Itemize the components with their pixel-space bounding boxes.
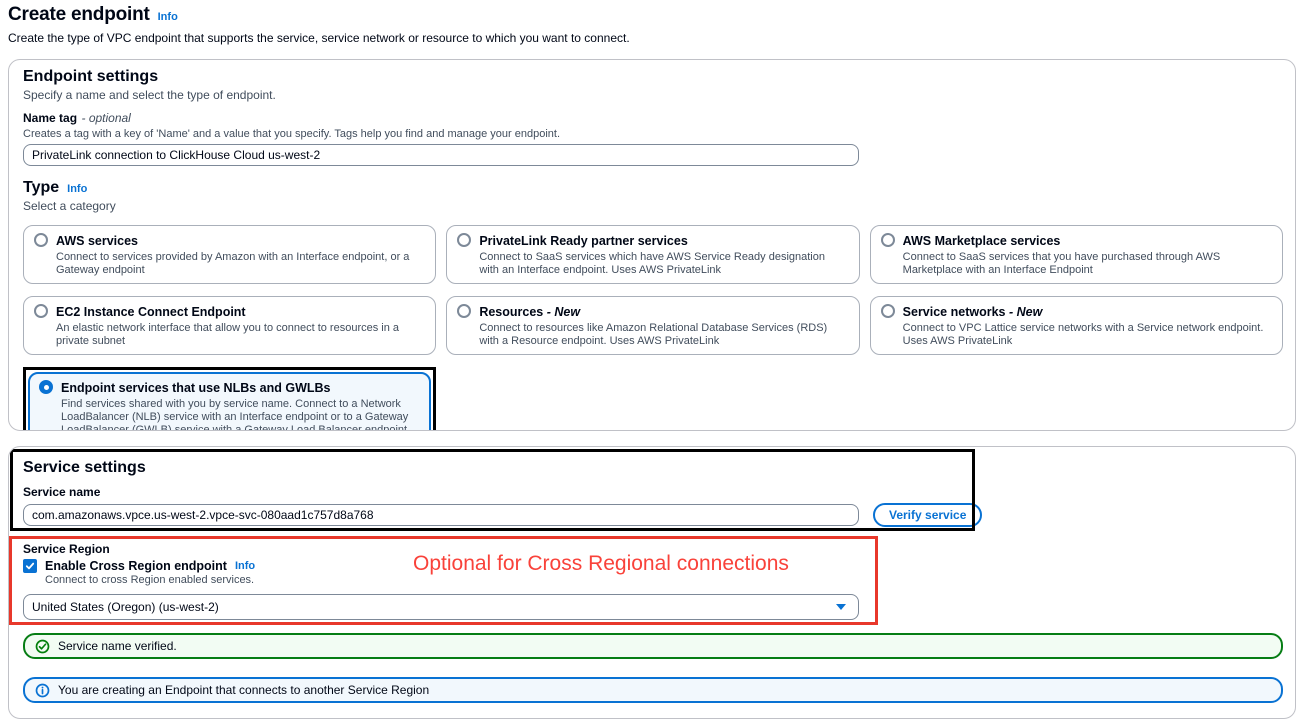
tile-title: AWS Marketplace services — [902, 234, 1061, 248]
tile-description: Connect to SaaS services which have AWS … — [479, 251, 825, 276]
radio-unselected-icon[interactable] — [34, 233, 48, 247]
cross-region-info-link[interactable]: Info — [234, 560, 256, 572]
type-description: Select a category — [23, 199, 116, 213]
name-tag-help: Creates a tag with a key of 'Name' and a… — [23, 128, 561, 140]
type-tiles-grid: AWS services Connect to services provide… — [23, 225, 1283, 431]
tile-title: Endpoint services that use NLBs and GWLB… — [61, 381, 331, 395]
service-settings-card: Service settings Service name Verify ser… — [8, 446, 1296, 719]
type-tile-aws-services[interactable]: AWS services Connect to services provide… — [23, 225, 437, 284]
selected-tile-highlight-box: Endpoint services that use NLBs and GWLB… — [23, 367, 437, 431]
tile-description: Connect to SaaS services that you have p… — [902, 251, 1221, 276]
endpoint-settings-heading: Endpoint settings — [23, 68, 159, 85]
name-tag-optional-label: - optional — [81, 111, 131, 125]
radio-unselected-icon[interactable] — [457, 304, 472, 318]
tile-title: AWS services — [56, 234, 138, 248]
verify-service-button[interactable]: Verify service — [873, 503, 983, 527]
info-circle-icon — [35, 683, 50, 697]
type-tile-privatelink-partner-services[interactable]: PrivateLink Ready partner services Conne… — [446, 225, 860, 284]
cross-region-checkbox[interactable] — [23, 559, 37, 573]
radio-unselected-icon[interactable] — [880, 304, 895, 318]
tile-title: EC2 Instance Connect Endpoint — [56, 305, 246, 319]
service-region-selected-value: United States (Oregon) (us-west-2) — [32, 600, 219, 614]
checkmark-icon — [25, 562, 35, 570]
radio-unselected-icon[interactable] — [880, 233, 895, 247]
cross-region-info-banner: You are creating an Endpoint that connec… — [23, 677, 1283, 703]
type-tile-aws-marketplace-services[interactable]: AWS Marketplace services Connect to SaaS… — [869, 225, 1283, 284]
radio-unselected-icon[interactable] — [34, 304, 48, 318]
page-title: Create endpoint — [8, 4, 150, 25]
page-header: Create endpoint Info — [8, 4, 1296, 26]
tile-description: Connect to resources like Amazon Relatio… — [479, 322, 828, 347]
service-name-label: Service name — [23, 485, 101, 499]
service-region-select[interactable]: United States (Oregon) (us-west-2) — [23, 594, 859, 620]
cross-region-checkbox-label[interactable]: Enable Cross Region endpoint — [45, 559, 227, 573]
chevron-down-icon — [836, 604, 846, 610]
service-name-input[interactable] — [23, 504, 859, 526]
new-badge: - New — [546, 305, 581, 319]
type-heading: Type — [23, 179, 60, 196]
tile-description: Find services shared with you by service… — [61, 398, 409, 431]
info-banner-text: You are creating an Endpoint that connec… — [58, 683, 430, 697]
type-tile-ec2-instance-connect[interactable]: EC2 Instance Connect Endpoint An elastic… — [23, 296, 437, 355]
service-region-label: Service Region — [23, 542, 110, 556]
type-tile-resources[interactable]: Resources - New Connect to resources lik… — [446, 296, 860, 355]
success-banner-text: Service name verified. — [58, 639, 177, 653]
tile-title: PrivateLink Ready partner services — [479, 234, 688, 248]
type-info-link[interactable]: Info — [67, 183, 88, 195]
name-tag-input[interactable] — [23, 144, 859, 166]
tile-title: Resources - New — [479, 305, 581, 319]
check-circle-icon — [35, 639, 50, 653]
type-tile-service-networks[interactable]: Service networks - New Connect to VPC La… — [869, 296, 1283, 355]
type-tile-endpoint-services-nlb-gwlb[interactable]: Endpoint services that use NLBs and GWLB… — [28, 372, 432, 431]
service-settings-heading: Service settings — [23, 459, 146, 476]
service-verified-success-banner: Service name verified. — [23, 633, 1283, 659]
tile-description: Connect to services provided by Amazon w… — [56, 251, 410, 276]
tile-title: Service networks - New — [902, 305, 1043, 319]
tile-description: An elastic network interface that allow … — [56, 322, 400, 347]
radio-selected-icon[interactable] — [39, 380, 53, 394]
page-subtitle: Create the type of VPC endpoint that sup… — [8, 31, 630, 45]
endpoint-settings-description: Specify a name and select the type of en… — [23, 88, 276, 102]
new-badge: - New — [1008, 305, 1043, 319]
cross-region-help: Connect to cross Region enabled services… — [45, 574, 255, 586]
endpoint-settings-card: Endpoint settings Specify a name and sel… — [8, 59, 1296, 431]
name-tag-label: Name tag — [23, 111, 78, 125]
page-title-info-link[interactable]: Info — [157, 11, 178, 23]
tile-description: Connect to VPC Lattice service networks … — [902, 322, 1264, 347]
radio-unselected-icon[interactable] — [457, 233, 472, 247]
